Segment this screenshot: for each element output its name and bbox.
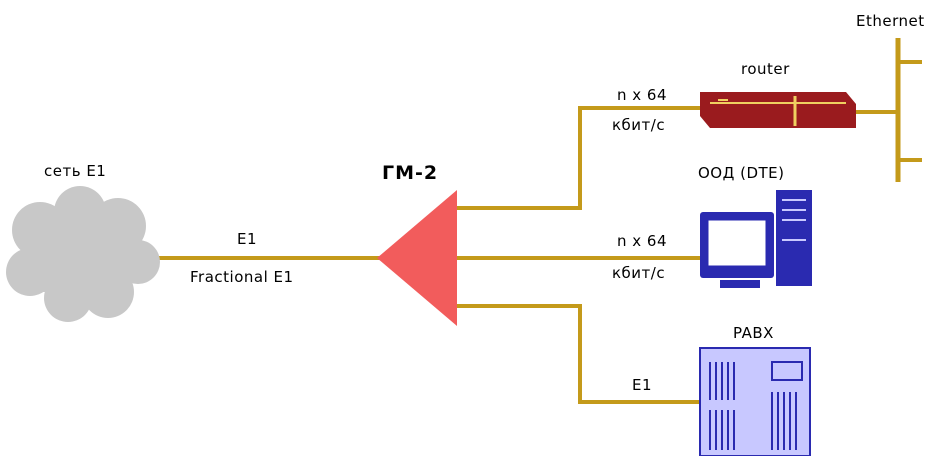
link-mux-router [455,106,700,210]
triangle-multiplexer-icon [377,190,457,326]
ethernet-label: Ethernet [856,12,925,30]
link-mux-dte-top-label: n x 64 [617,232,668,250]
network-label: сеть E1 [44,162,107,180]
bus-icon [895,38,922,182]
link-mux-router-top-label: n x 64 [617,86,668,104]
link-lines [152,106,898,404]
link-network-mux-top-label: E1 [237,230,258,248]
cloud-icon [6,186,160,322]
link-mux-router-bottom-label: кбит/с [612,116,666,134]
link-mux-pabx [455,304,700,404]
link-mux-dte-bottom-label: кбит/с [612,264,666,282]
mux-label: ГМ-2 [382,162,439,184]
pbx-icon [699,347,811,456]
link-mux-pabx-label: E1 [632,376,653,394]
pabx-label: PABX [733,324,774,342]
router-icon [700,92,856,128]
link-network-mux-bottom-label: Fractional E1 [190,268,294,286]
router-label: router [741,60,790,78]
computer-icon [700,190,812,288]
dte-label: ООД (DTE) [698,164,785,182]
